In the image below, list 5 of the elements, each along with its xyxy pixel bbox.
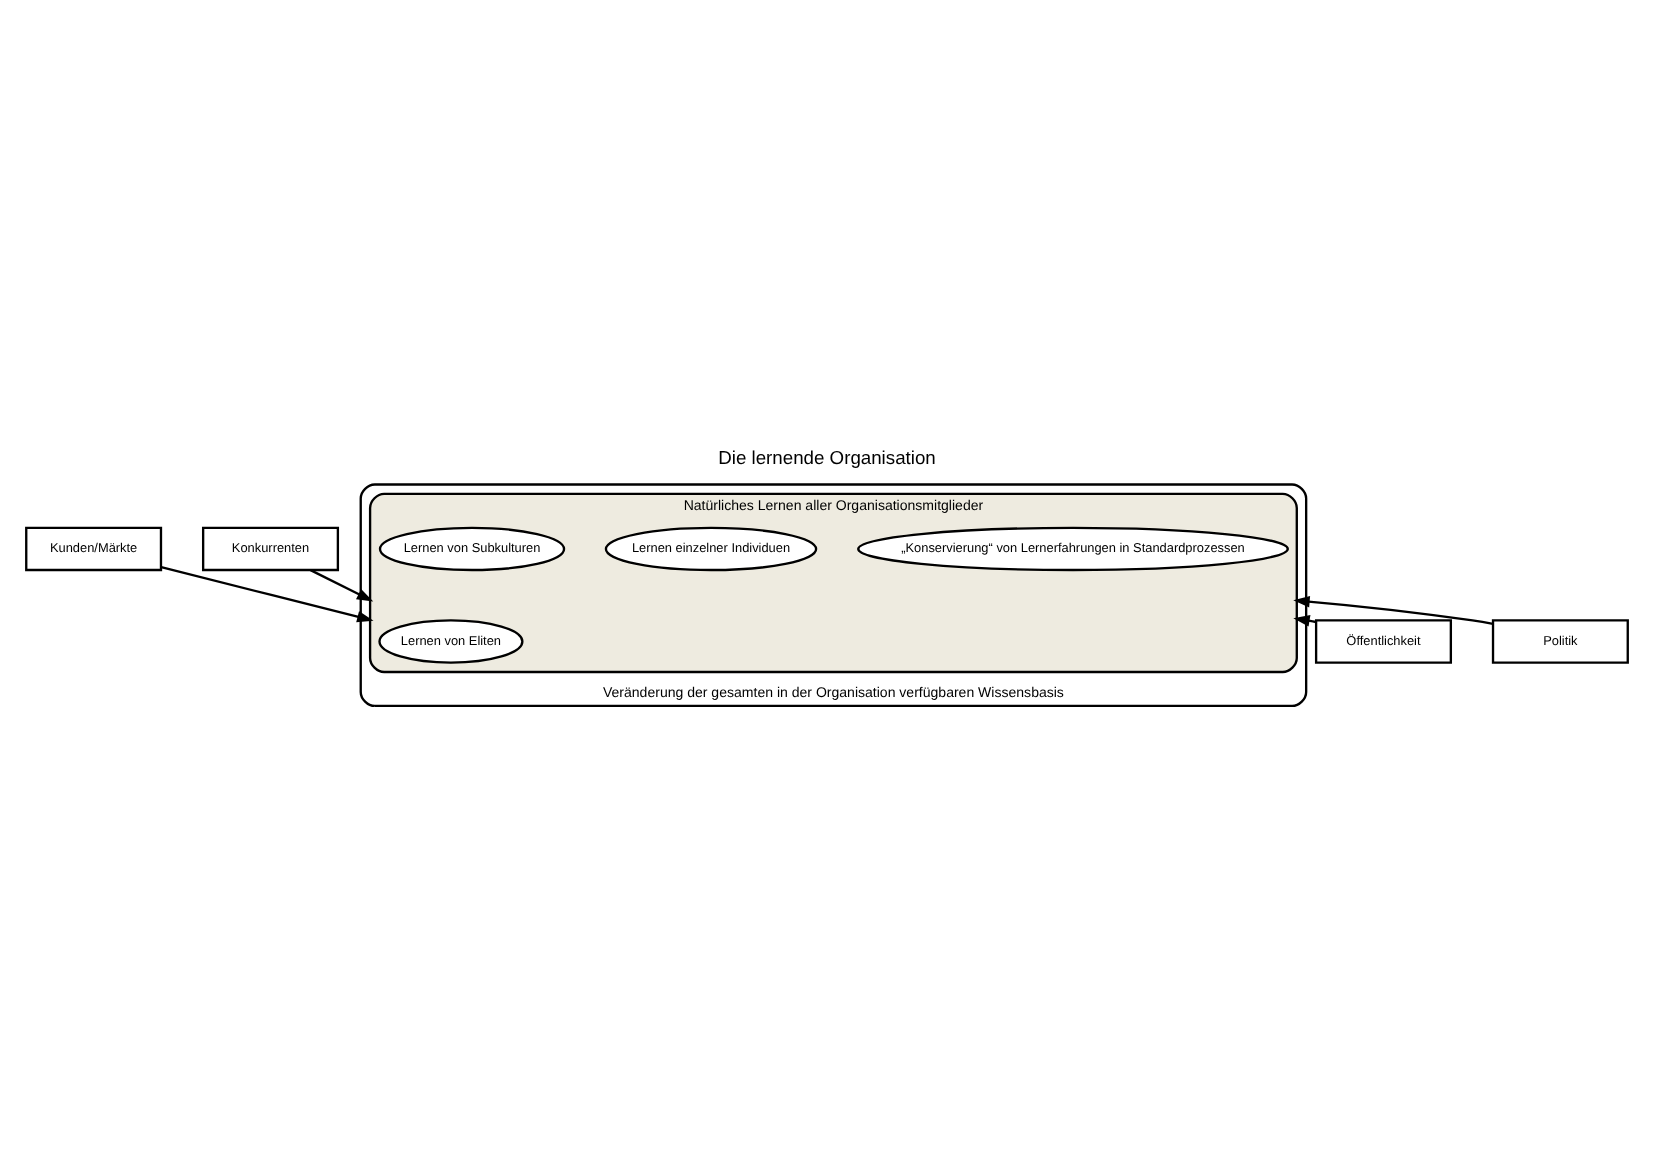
diagram-title: Die lernende Organisation [718, 448, 936, 469]
arrow [1293, 615, 1317, 627]
arrow [310, 569, 374, 602]
arrow [160, 566, 374, 623]
arrow [1293, 596, 1494, 625]
